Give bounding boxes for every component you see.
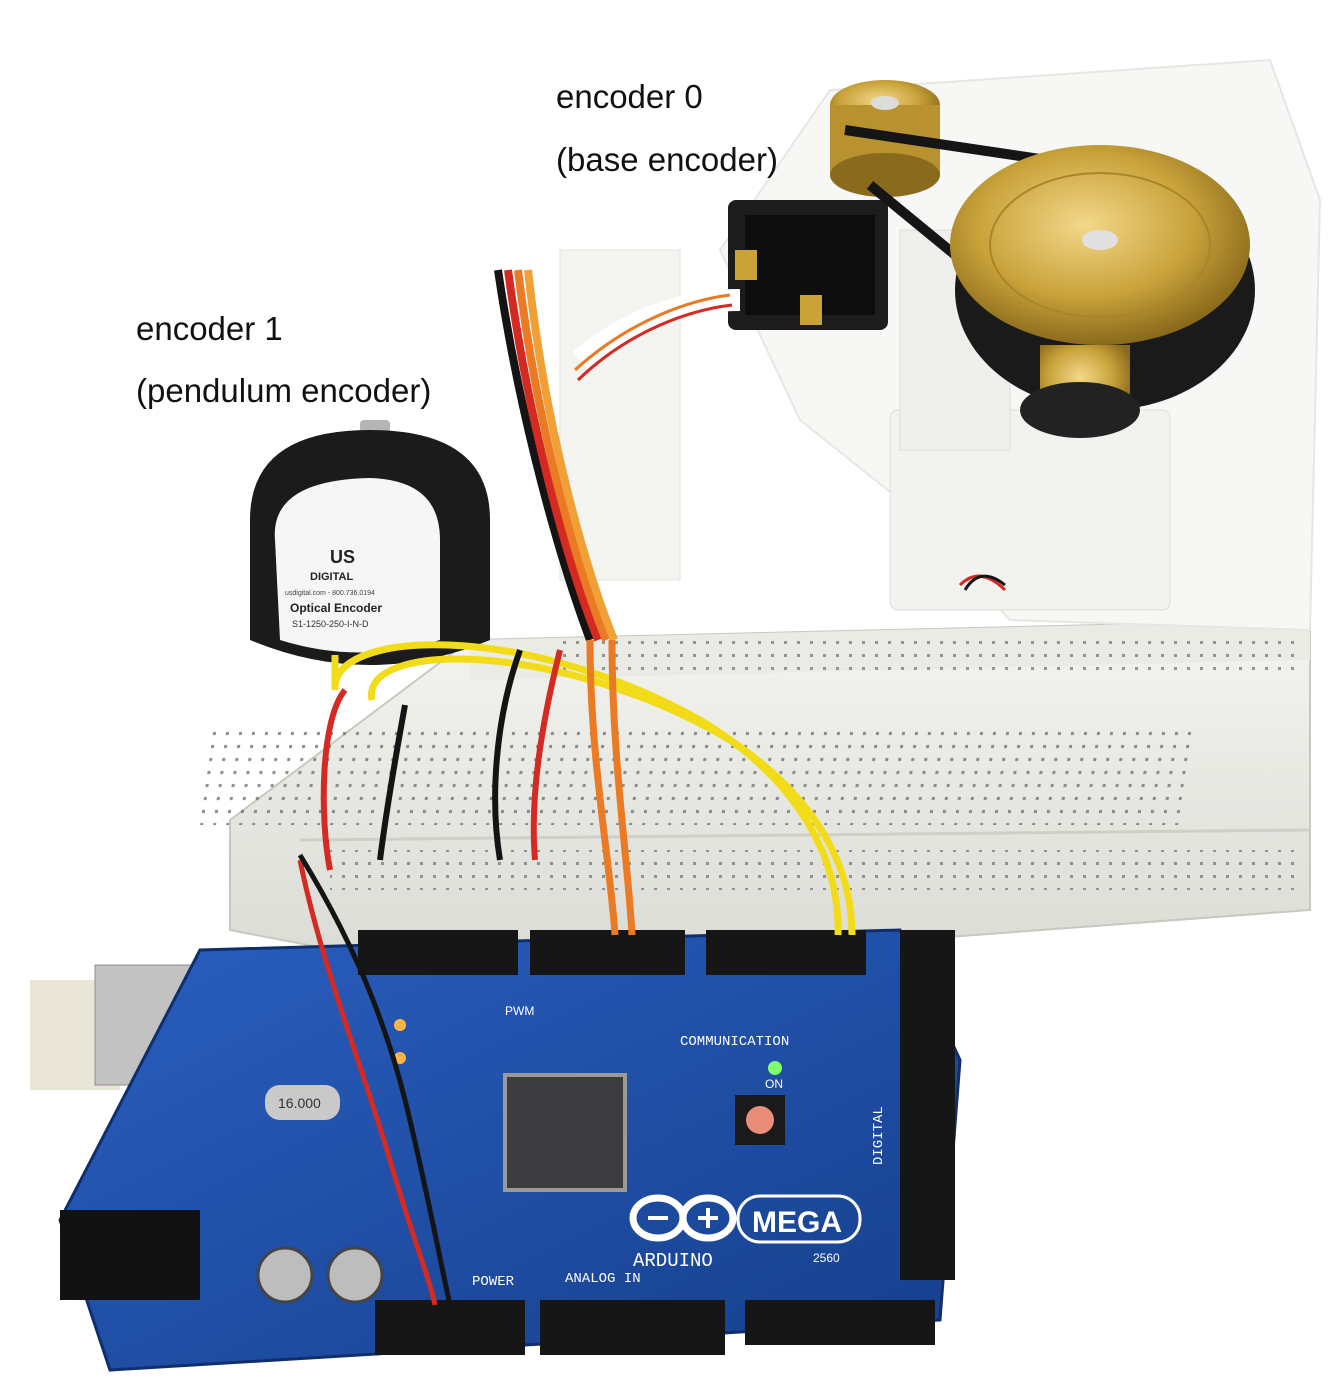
encoder-0-cable [494,269,741,642]
crystal-label: 16.000 [278,1095,321,1111]
encoder-brand-bottom: DIGITAL [310,571,353,583]
encoder-brand-top: US [330,547,355,567]
label-power: POWER [472,1274,515,1290]
encoder-0-subtitle: (base encoder) [556,141,778,178]
encoder-product: Optical Encoder [290,601,382,615]
arduino-mega-board: 16.000 ON PWM COMMUNICATION DIGITAL POWE… [30,928,962,1372]
encoder-1: US DIGITAL usdigital.com - 800.736.0194 … [250,420,490,665]
label-mega: MEGA [752,1206,842,1239]
encoder-1-title: encoder 1 [136,310,283,347]
jumper-wires [297,639,856,1306]
encoder-website: usdigital.com - 800.736.0194 [285,590,375,597]
label-pwm: PWM [505,1004,534,1018]
label-digital: DIGITAL [871,1106,887,1165]
encoder-0 [728,80,1255,438]
encoder-1-subtitle: (pendulum encoder) [136,372,432,409]
encoder-model: S1-1250-250-I-N-D [292,619,369,629]
label-model-number: 2560 [813,1251,840,1265]
encoder-0-title: encoder 0 [556,78,703,115]
arduino-infinity-logo [629,1194,737,1242]
on-led-label: ON [765,1077,783,1091]
label-analog-in: ANALOG IN [565,1271,641,1287]
breadboard [194,618,1311,957]
label-arduino: ARDUINO [633,1250,713,1272]
label-communication: COMMUNICATION [680,1034,789,1050]
